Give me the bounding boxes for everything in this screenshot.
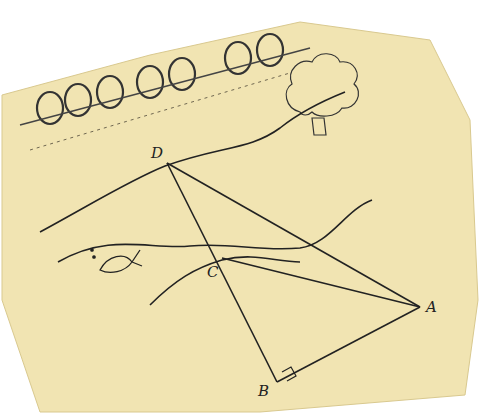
river-banks xyxy=(40,92,372,305)
point-label: B xyxy=(258,384,269,399)
point-label: C xyxy=(207,265,218,280)
ring-bar xyxy=(20,48,310,125)
triangle-lines xyxy=(167,163,420,382)
point-label: D xyxy=(151,146,163,161)
fish xyxy=(91,249,142,273)
point-label: A xyxy=(426,300,437,315)
paper xyxy=(2,22,478,412)
perforation xyxy=(30,70,300,150)
tree xyxy=(286,54,358,135)
